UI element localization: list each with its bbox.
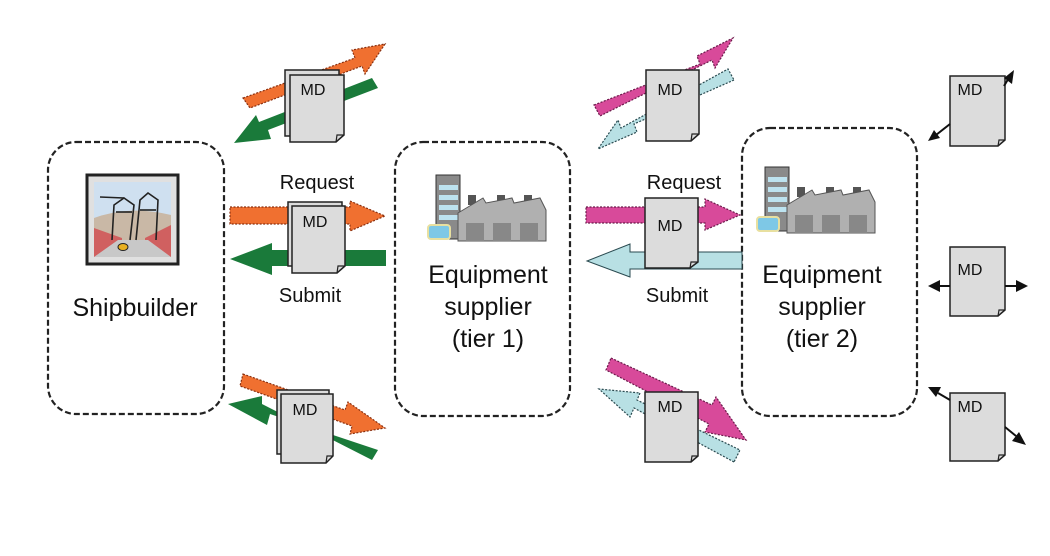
svg-text:MD: MD — [958, 262, 983, 279]
md-document-stack-top-left: MD — [284, 69, 345, 143]
svg-text:MD: MD — [658, 82, 683, 99]
md-document-bottom-middle: MD — [644, 391, 699, 463]
request-label-tier1: Request — [280, 172, 355, 194]
tier1-label-line3: (tier 1) — [452, 325, 524, 353]
md-document-stack-middle-left: MD — [287, 201, 346, 274]
shipbuilder-label: Shipbuilder — [72, 294, 197, 322]
md-document-right-bottom: MD — [928, 387, 1026, 462]
submit-label-tier1: Submit — [279, 285, 342, 307]
tier2-label-line1: Equipment — [762, 261, 882, 289]
submit-label-tier2: Submit — [646, 285, 709, 307]
shipbuilder-box — [46, 140, 226, 416]
md-document-right-middle: MD — [928, 246, 1028, 317]
factory-icon-tier2 — [756, 166, 876, 234]
svg-text:MD: MD — [958, 82, 983, 99]
svg-text:MD: MD — [301, 82, 326, 99]
svg-text:MD: MD — [958, 399, 983, 416]
md-document-top-middle: MD — [645, 69, 700, 142]
tier2-box — [740, 126, 919, 418]
tier1-box — [393, 140, 572, 418]
svg-text:MD: MD — [293, 402, 318, 419]
tier2-label-line3: (tier 2) — [786, 325, 858, 353]
request-label-tier2: Request — [647, 172, 722, 194]
shipyard-icon — [85, 173, 180, 266]
md-document-right-top: MD — [928, 70, 1014, 147]
md-document-stack-bottom-left: MD — [276, 389, 334, 464]
tier2-label-line2: supplier — [778, 293, 866, 321]
svg-text:MD: MD — [303, 214, 328, 231]
tier1-label-line2: supplier — [444, 293, 532, 321]
svg-text:MD: MD — [658, 218, 683, 235]
svg-text:MD: MD — [658, 399, 683, 416]
md-document-middle: MD — [644, 197, 699, 269]
factory-icon-tier1 — [427, 174, 547, 242]
tier1-label-line1: Equipment — [428, 261, 548, 289]
